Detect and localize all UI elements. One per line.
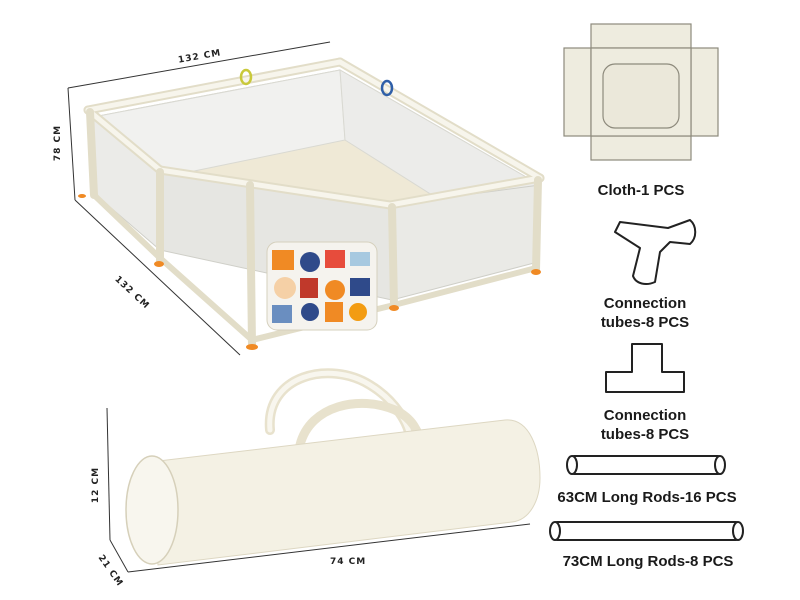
caption-tube-t-line2: tubes-8 PCS [600, 426, 690, 443]
caption-rods-73: 73CM Long Rods-8 PCS [562, 553, 734, 570]
dim-height: 78 CM [53, 124, 64, 162]
playpen-dimension-lines [67, 41, 331, 356]
y-connector-icon [614, 219, 697, 285]
caption-rods-63: 63CM Long Rods-16 PCS [557, 489, 737, 506]
rod-63-icon [566, 455, 726, 475]
t-connector-icon [605, 343, 685, 393]
bag-dimension-lines [106, 407, 531, 573]
caption-tube-y-line2: tubes-8 PCS [600, 314, 690, 331]
rod-73-icon [549, 521, 744, 541]
dim-bag-height: 12 CM [91, 466, 102, 504]
caption-cloth: Cloth-1 PCS [597, 182, 685, 199]
caption-tube-y-line1: Connection [603, 295, 687, 312]
caption-tube-t-line1: Connection [603, 407, 687, 424]
dim-bag-length: 74 CM [330, 557, 367, 567]
caption-tube-t: Connection tubes-8 PCS [585, 406, 705, 444]
playpen-door-pattern [266, 241, 378, 331]
cloth-icon [563, 23, 719, 161]
caption-tube-y: Connection tubes-8 PCS [585, 294, 705, 332]
